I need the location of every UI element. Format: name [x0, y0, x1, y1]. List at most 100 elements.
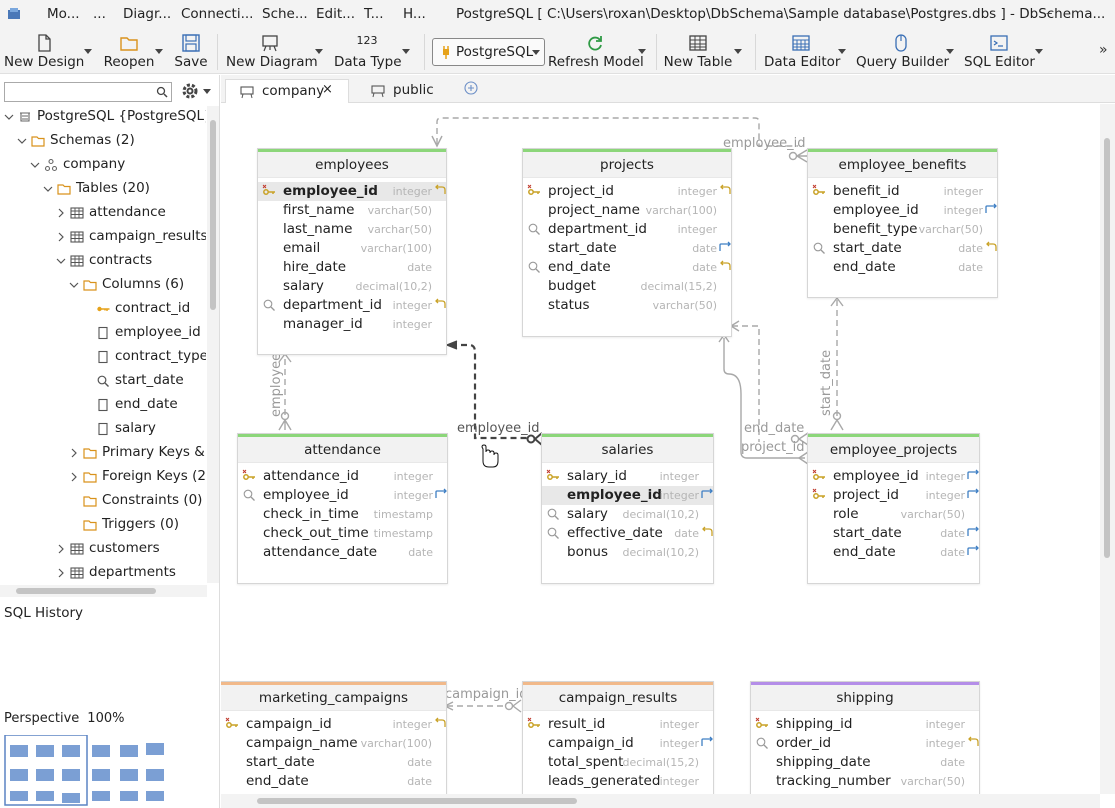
foreign-key-out-icon[interactable] [435, 488, 447, 500]
chevron-down-icon[interactable] [43, 184, 53, 194]
tree-item[interactable]: Triggers (0) [0, 514, 206, 536]
table-header[interactable]: employee_projects [808, 434, 979, 463]
foreign-key-in-icon[interactable] [701, 526, 713, 538]
tree-item[interactable]: Foreign Keys (2) [0, 466, 206, 488]
foreign-key-in-icon[interactable] [719, 184, 731, 196]
tree-horizontal-scrollbar[interactable] [0, 585, 207, 597]
tree-item[interactable]: start_date [0, 370, 206, 392]
foreign-key-in-icon[interactable] [434, 184, 446, 196]
sql-editor-button[interactable]: SQL Editor [964, 30, 1035, 74]
database-selector[interactable]: PostgreSQL [432, 38, 545, 66]
save-button[interactable]: Save [172, 30, 210, 74]
chevron-right-icon[interactable] [69, 472, 79, 482]
new-table-button[interactable]: New Table [663, 30, 733, 74]
menu-diagram[interactable]: Diagr... [123, 6, 172, 22]
foreign-key-out-icon[interactable] [967, 488, 979, 500]
tree-vertical-scrollbar[interactable] [207, 106, 219, 583]
foreign-key-in-icon[interactable] [434, 717, 446, 729]
close-icon[interactable]: × [322, 82, 333, 97]
new-design-button[interactable]: New Design [4, 30, 84, 74]
tab-company[interactable]: company × [225, 79, 349, 103]
foreign-key-out-icon[interactable] [985, 203, 997, 215]
tree-item[interactable]: departments [0, 562, 206, 584]
foreign-key-out-icon[interactable] [967, 526, 979, 538]
tree-item[interactable]: customers [0, 538, 206, 560]
chevron-right-icon[interactable] [56, 232, 66, 242]
foreign-key-out-icon[interactable] [719, 241, 731, 253]
chevron-right-icon[interactable] [56, 544, 66, 554]
tree-item[interactable]: Columns (6) [0, 274, 206, 296]
chevron-right-icon[interactable] [56, 568, 66, 578]
table-header[interactable]: salaries [542, 434, 713, 463]
foreign-key-out-icon[interactable] [701, 488, 713, 500]
new-design-dropdown[interactable] [84, 49, 92, 54]
tree-item[interactable]: Tables (20) [0, 178, 206, 200]
tree-item[interactable]: contracts [0, 250, 206, 272]
canvas-horizontal-scrollbar[interactable] [221, 794, 1100, 808]
menu-edit[interactable]: Edit... [316, 6, 356, 22]
tree-item[interactable]: contract_id [0, 298, 206, 320]
data-editor-dropdown[interactable] [838, 49, 846, 54]
query-builder-button[interactable]: Query Builder [856, 30, 949, 74]
table-header[interactable]: attendance [238, 434, 447, 463]
reopen-button[interactable]: Reopen [102, 30, 156, 74]
chevron-down-icon[interactable] [4, 112, 14, 122]
minimize-button[interactable]: – [1046, 6, 1053, 21]
menu-help[interactable]: H... [403, 6, 426, 22]
menu-tools[interactable]: T... [364, 6, 384, 22]
canvas-vertical-scrollbar[interactable] [1100, 104, 1115, 794]
tree-item[interactable]: employee_id [0, 322, 206, 344]
new-diagram-button[interactable]: New Diagram [226, 30, 318, 74]
relation-label[interactable]: project_id [741, 440, 805, 455]
tree-item[interactable]: campaign_results [0, 226, 206, 248]
foreign-key-in-icon[interactable] [434, 298, 446, 310]
tree-item[interactable]: end_date [0, 394, 206, 416]
new-table-dropdown[interactable] [734, 49, 742, 54]
tree-item[interactable]: attendance [0, 202, 206, 224]
new-diagram-dropdown[interactable] [315, 49, 323, 54]
tree-item[interactable]: PostgreSQL {PostgreSQL} [0, 106, 206, 128]
tree-item[interactable]: company [0, 154, 206, 176]
gear-icon[interactable] [180, 81, 200, 101]
sql-editor-dropdown[interactable] [1035, 49, 1043, 54]
tab-public[interactable]: public [357, 79, 447, 103]
relation-label[interactable]: employee_id [457, 421, 540, 436]
data-editor-button[interactable]: Data Editor [764, 30, 840, 74]
chevron-down-icon[interactable] [17, 136, 27, 146]
zoom-level[interactable]: 100% [87, 711, 125, 726]
add-tab-icon[interactable] [464, 81, 478, 95]
